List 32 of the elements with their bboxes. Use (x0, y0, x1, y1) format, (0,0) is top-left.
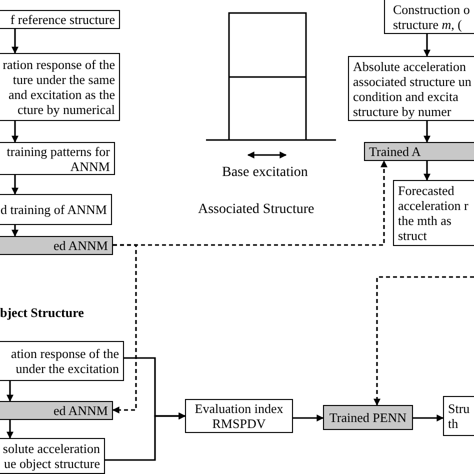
arrow (12, 121, 18, 143)
arrow (6, 420, 14, 439)
process-box: Absolute acceleration associated structure un condition and excita structure by numer (348, 56, 474, 121)
arrow (413, 414, 444, 422)
trained-model-box: Trained A (364, 142, 474, 161)
section-title: Associated Structure (198, 202, 314, 217)
process-box: ration response of the ture under the same and excitation as the cture by numerical (0, 53, 120, 121)
process-box: f reference structure (0, 10, 120, 29)
arrow (6, 381, 14, 402)
arrow (12, 29, 18, 54)
process-box: ation response of the under the excitation (0, 341, 124, 381)
process-box: Stru th (443, 396, 474, 436)
trained-model-box: ed ANNM (0, 401, 113, 420)
trained-model-box: ed ANNM (0, 236, 113, 255)
caption-text: Base excitation (222, 165, 308, 180)
process-box: training patterns for ANNM (0, 142, 115, 175)
process-box: Evaluation index RMSPDV (185, 399, 293, 433)
dashed-arrow (112, 244, 137, 414)
arrow (293, 414, 324, 422)
arrow (12, 225, 18, 237)
arrow (424, 121, 430, 143)
process-box: Construction o structure m, ( (384, 0, 474, 34)
dashed-arrow (374, 276, 474, 406)
section-title: bject Structure (0, 305, 84, 320)
process-box: Forecasted acceleration r the mth as struct (393, 180, 474, 246)
arrow (424, 161, 430, 181)
trained-model-box: Trained PENN (323, 405, 413, 430)
process-box: d training of ANNM (0, 194, 112, 225)
process-box: solute acceleration ue object structure (0, 438, 105, 474)
arrow (424, 34, 430, 57)
arrow (105, 412, 186, 461)
arrow (12, 175, 18, 195)
